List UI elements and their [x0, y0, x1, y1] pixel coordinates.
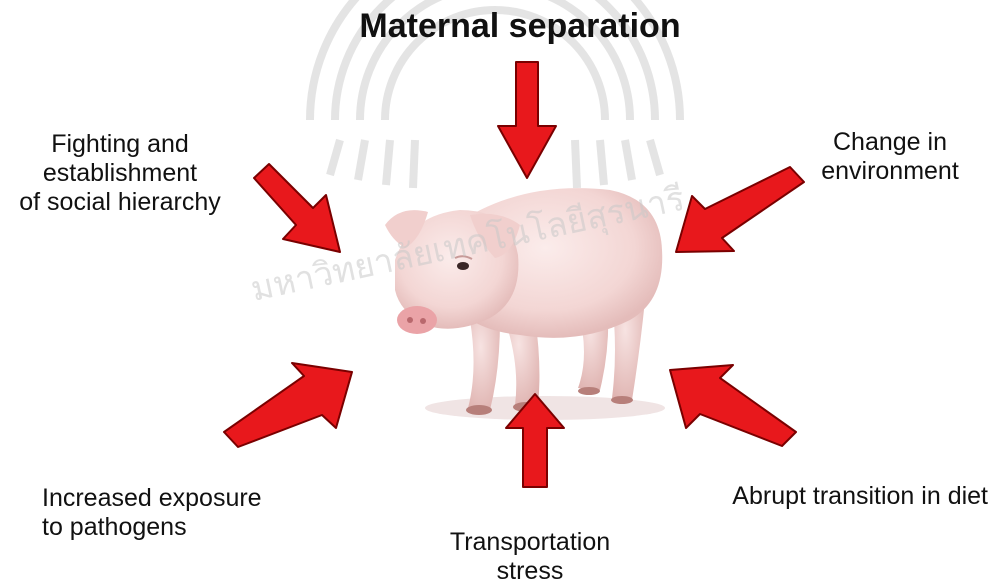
label-fighting: Fighting and establishment of social hie… [0, 130, 240, 217]
label-pathogens-line-2: to pathogens [42, 513, 302, 542]
label-environment-line-1: Change in [800, 128, 980, 157]
label-environment-line-2: environment [800, 157, 980, 186]
arrow-maternal-separation [498, 62, 556, 178]
label-pathogens: Increased exposure to pathogens [42, 484, 302, 542]
arrow-diet [670, 365, 796, 446]
arrow-environment [676, 167, 804, 252]
pig-snout [397, 306, 437, 334]
diagram-title: Maternal separation [290, 6, 750, 46]
arrow-fighting [254, 164, 340, 252]
pig-hoof [611, 396, 633, 404]
label-fighting-line-3: of social hierarchy [0, 188, 240, 217]
label-fighting-line-1: Fighting and [0, 130, 240, 159]
label-fighting-line-2: establishment [0, 159, 240, 188]
label-diet: Abrupt transition in diet [690, 482, 988, 511]
label-transportation-line-2: stress [420, 557, 640, 586]
label-pathogens-line-1: Increased exposure [42, 484, 302, 513]
label-environment: Change in environment [800, 128, 980, 186]
label-diet-line-1: Abrupt transition in diet [690, 482, 988, 511]
pig-hoof [578, 387, 600, 395]
label-transportation-line-1: Transportation [420, 528, 640, 557]
pig-front-leg-left [468, 320, 500, 410]
pig-hoof [466, 405, 492, 415]
label-transportation: Transportation stress [420, 528, 640, 586]
arrow-pathogens [224, 363, 352, 447]
